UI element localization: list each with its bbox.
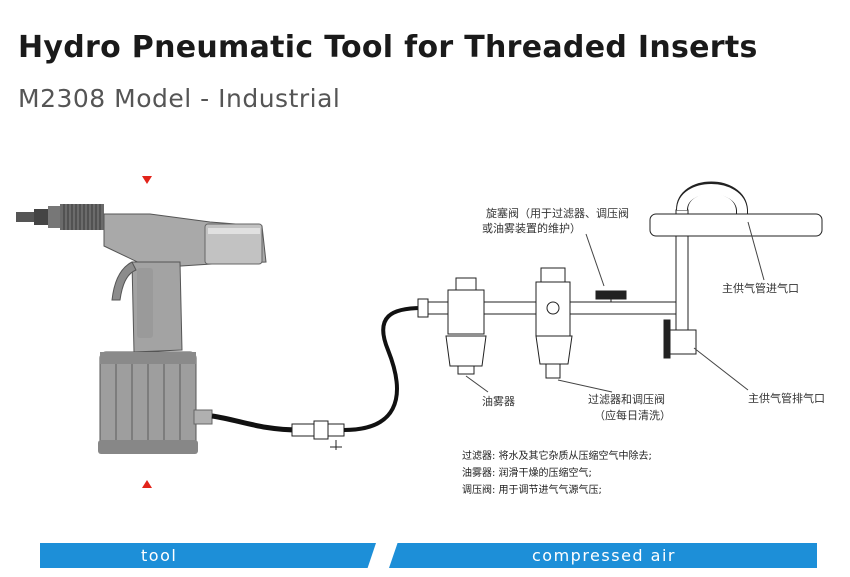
label-main-air-drain: 主供气管排气口 xyxy=(748,391,825,405)
label-plug-valve-1: 旋塞阀（用于过滤器、调压阀 xyxy=(486,206,629,220)
label-plug-valve-2: 或油雾装置的维护） xyxy=(482,221,581,235)
supply-hose xyxy=(343,306,423,432)
footer-air-band: compressed air xyxy=(389,543,817,568)
frl-unit xyxy=(417,181,823,379)
riveter-tool xyxy=(16,204,267,454)
footer-tool-band: tool xyxy=(40,543,376,568)
note-filter: 过滤器: 将水及其它杂质从压缩空气中除去; xyxy=(462,449,652,462)
label-filter-regulator-1: 过滤器和调压阀 xyxy=(588,392,665,406)
marker-bottom-icon xyxy=(142,480,152,488)
note-regulator: 调压阀: 用于调节进气气源气压; xyxy=(462,483,602,496)
note-lubricator: 油雾器: 润滑干燥的压缩空气; xyxy=(462,466,592,479)
footer-air-label: compressed air xyxy=(532,546,676,565)
air-hose xyxy=(211,413,301,433)
page-subtitle: M2308 Model - Industrial xyxy=(18,84,341,113)
marker-top-icon xyxy=(142,176,152,184)
page-title: Hydro Pneumatic Tool for Threaded Insert… xyxy=(18,30,758,65)
label-filter-regulator-2: （应每日清洗） xyxy=(594,408,671,422)
quick-coupler xyxy=(291,420,345,440)
footer-tool-label: tool xyxy=(141,546,178,565)
label-main-air-inlet: 主供气管进气口 xyxy=(722,281,799,295)
label-lubricator: 油雾器 xyxy=(482,394,515,408)
